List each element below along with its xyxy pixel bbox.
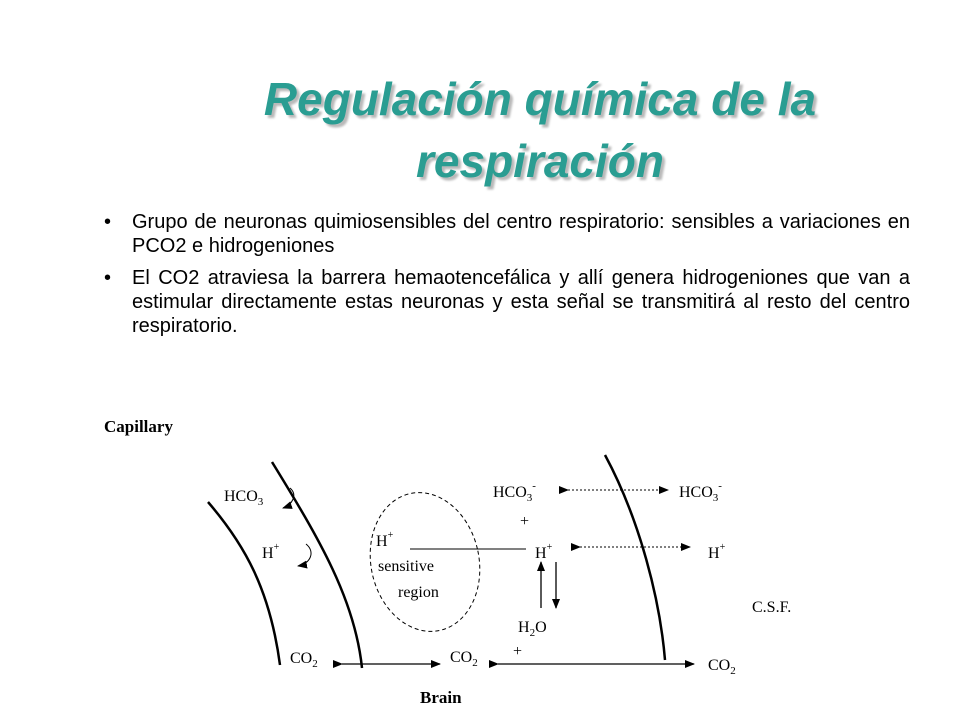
csf-label: C.S.F. <box>752 599 791 616</box>
sensitive-region-ellipse <box>369 492 481 632</box>
csf-boundary <box>603 454 667 661</box>
sensitive-h-label: H+ <box>376 530 394 550</box>
csf-co2-label: CO2 <box>708 657 736 677</box>
brain-hco3-label: HCO3- <box>493 480 536 504</box>
csf-h-label: H+ <box>708 542 726 562</box>
brain-label: Brain <box>420 688 462 707</box>
curved-arrow-icon <box>282 487 295 509</box>
bullet-text: Grupo de neuronas quimiosensibles del ce… <box>132 211 910 257</box>
curved-arrow-icon <box>297 543 312 569</box>
bullet-item: • Grupo de neuronas quimiosensibles del … <box>104 210 910 258</box>
sensitive-label: sensitive <box>378 558 434 575</box>
slide-title: Regulación química de la respiración <box>180 68 900 192</box>
csf-hco3-label: HCO3- <box>679 480 722 504</box>
brain-co2-label: CO2 <box>450 649 478 669</box>
region-label: region <box>398 584 439 601</box>
bullet-item: • El CO2 atraviesa la barrera hemaotence… <box>104 266 910 338</box>
capillary-h-label: H+ <box>262 542 280 562</box>
h2o-label: H2O <box>518 619 547 639</box>
capillary-hco3-label: HCO3 <box>224 488 264 508</box>
capillary-wall-right <box>270 461 364 669</box>
bullet-text: El CO2 atraviesa la barrera hemaotencefá… <box>132 267 910 337</box>
bullet-dot: • <box>104 211 112 233</box>
plus-sign: + <box>520 513 529 530</box>
bullet-dot: • <box>104 267 112 289</box>
capillary-wall-left <box>207 501 282 666</box>
plus-sign: + <box>513 643 522 660</box>
bullet-list: • Grupo de neuronas quimiosensibles del … <box>104 210 910 346</box>
capillary-label: Capillary <box>104 417 173 436</box>
capillary-co2-label: CO2 <box>290 650 318 670</box>
brain-h-label: H+ <box>535 542 553 562</box>
title-line-1: Regulación química de la <box>263 73 817 125</box>
title-line-2: respiración <box>416 135 664 187</box>
